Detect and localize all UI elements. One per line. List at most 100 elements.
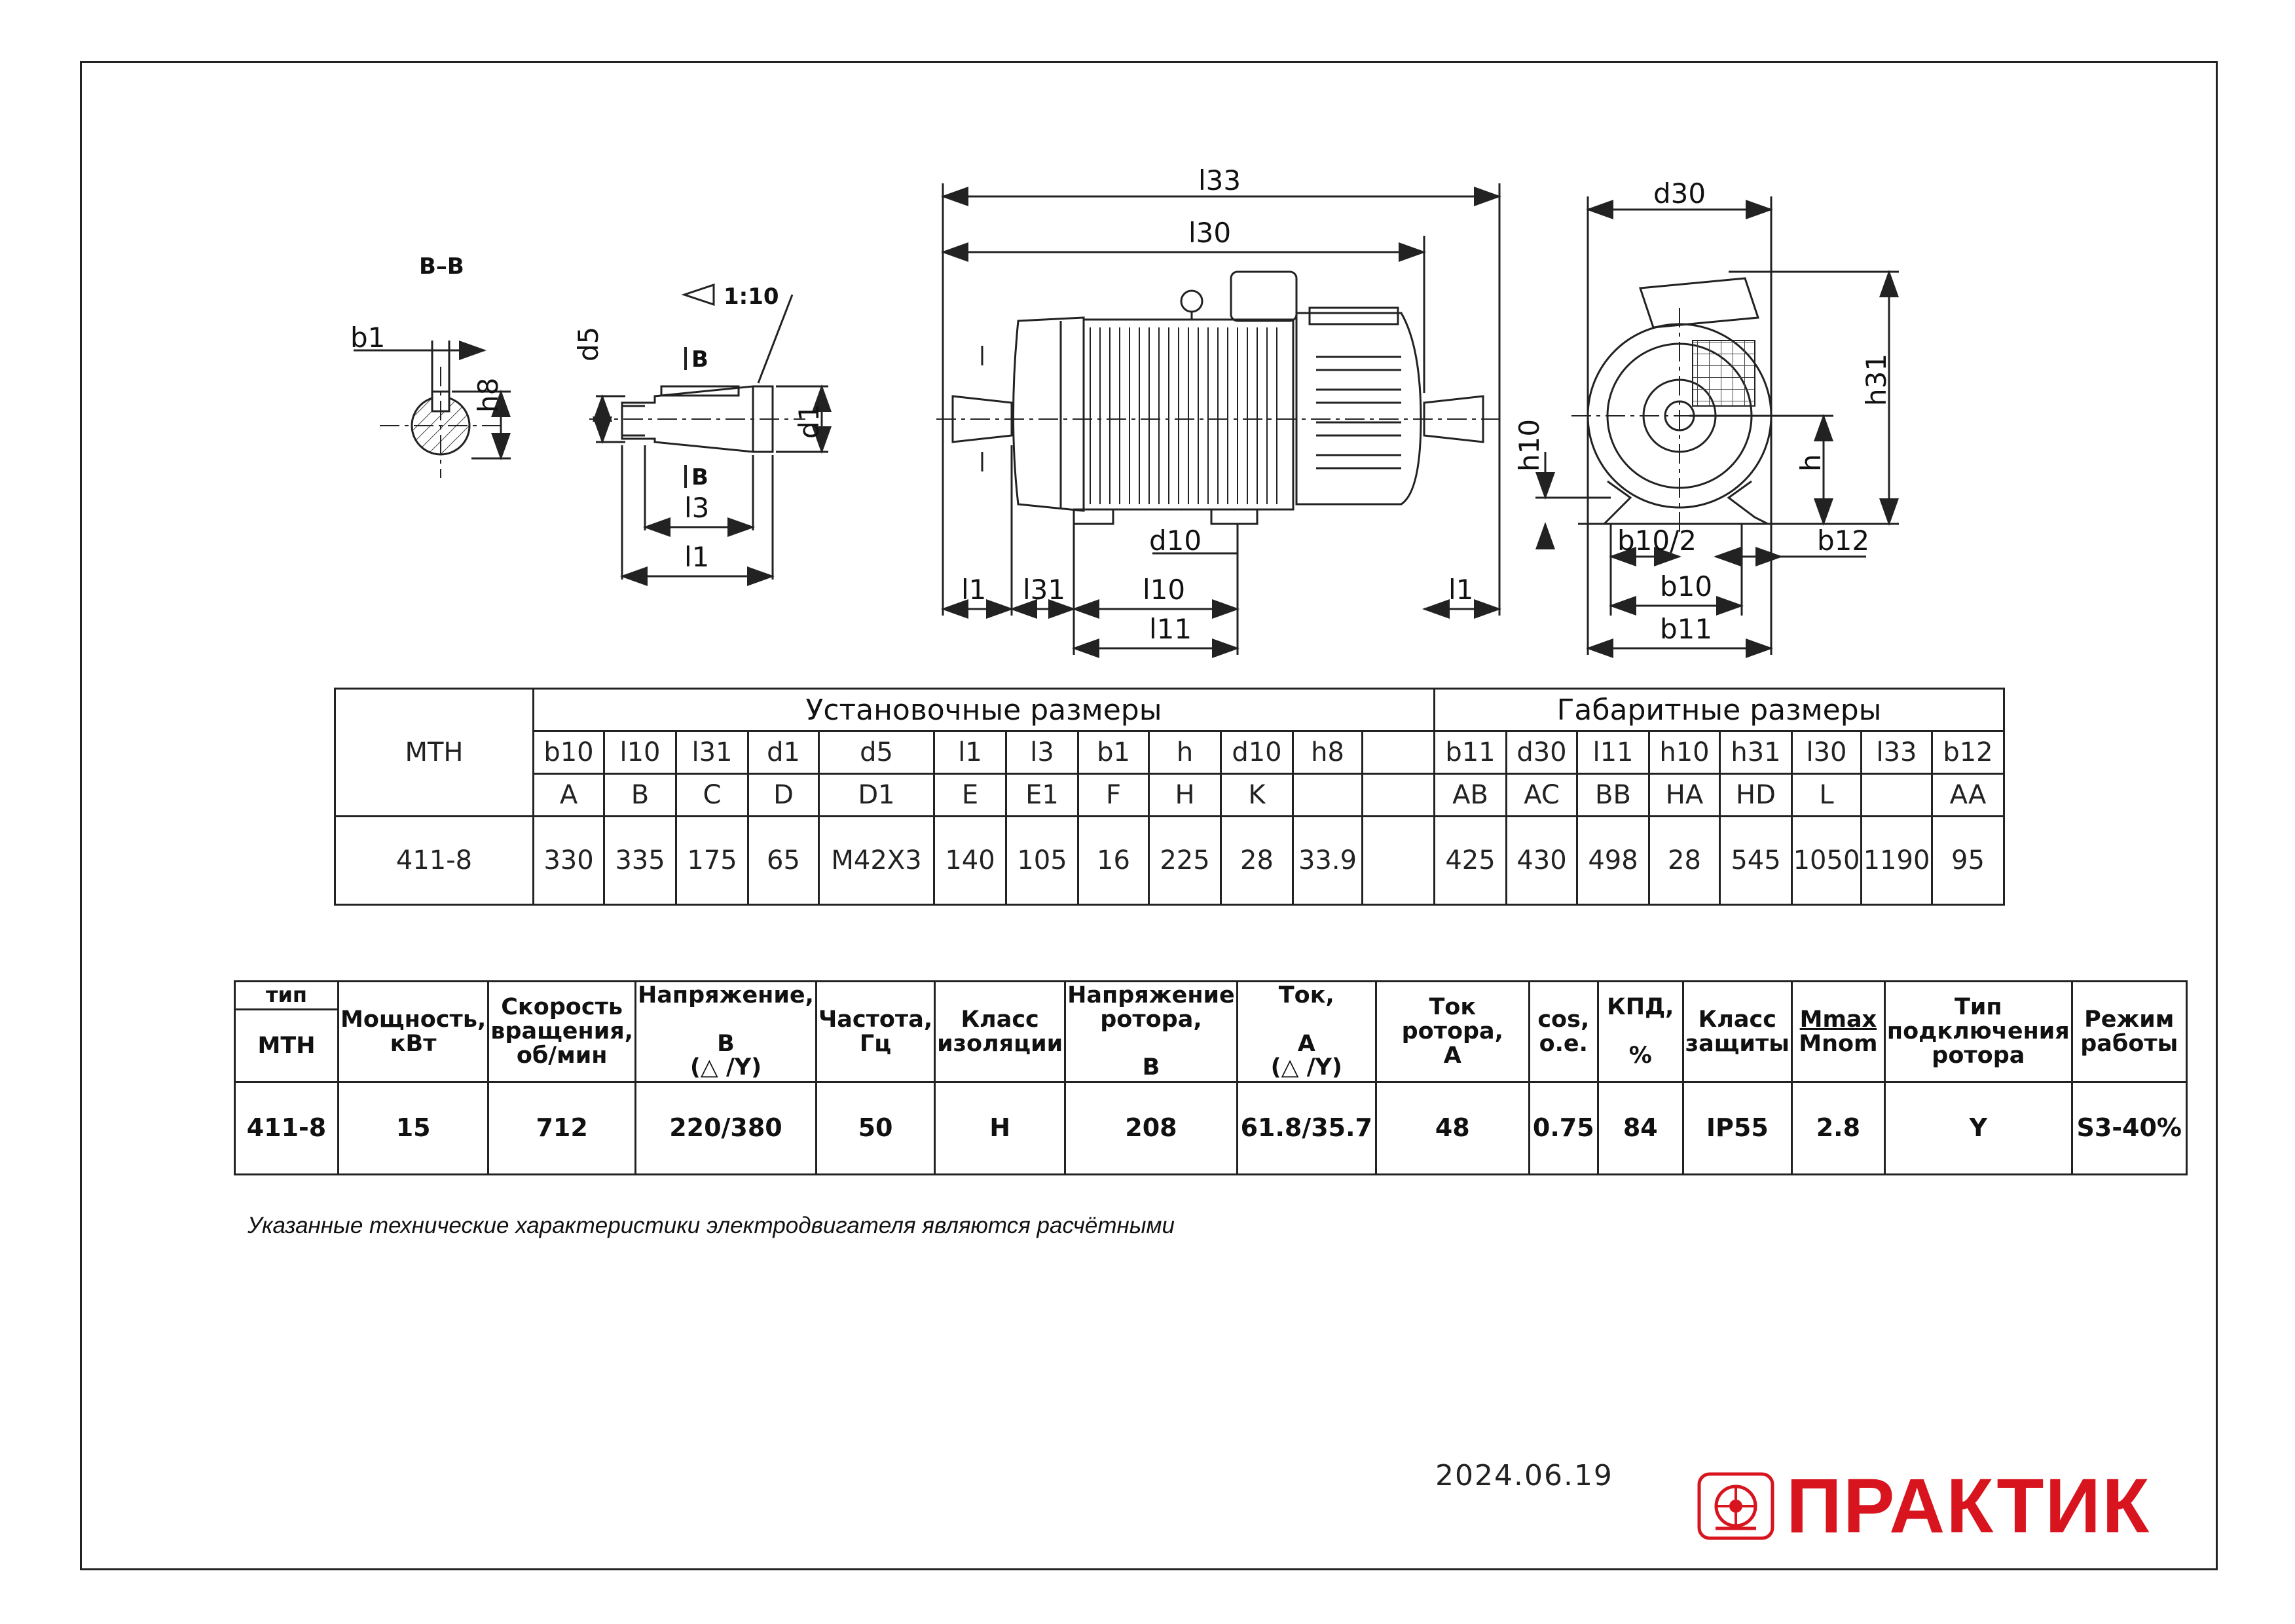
- col-h31: h31: [1719, 730, 1793, 775]
- group-install-header: Установочные размеры: [532, 688, 1435, 732]
- dimensions-table: МТН Установочные размеры Габаритные разм…: [334, 688, 2005, 906]
- row-insulation: H: [934, 1081, 1067, 1175]
- calculation-note: Указанные технические характеристики эле…: [248, 1213, 1175, 1238]
- motor-logo-icon: [1697, 1472, 1774, 1540]
- drawing-frame: [80, 61, 2218, 1570]
- val-d5: M42X3: [818, 815, 935, 906]
- alt-F: F: [1077, 773, 1150, 817]
- alt-BB: BB: [1576, 773, 1650, 817]
- alt-empty-1: [1292, 773, 1363, 817]
- val-d1: 65: [747, 815, 820, 906]
- row-frequency: 50: [815, 1081, 936, 1175]
- val-empty: [1361, 815, 1435, 906]
- col-l11: l11: [1576, 730, 1650, 775]
- alt-K: K: [1220, 773, 1294, 817]
- val-b12: 95: [1931, 815, 2005, 906]
- dim-b10: b10: [1660, 570, 1712, 602]
- row-torque-ratio: 2.8: [1790, 1081, 1886, 1175]
- alt-A: A: [532, 773, 605, 817]
- hdr-rotor-current: Ток ротора,А: [1374, 980, 1530, 1083]
- dim-l30: l30: [1188, 217, 1231, 249]
- document-date: 2024.06.19: [1435, 1459, 1613, 1492]
- dim-l1-left: l1: [961, 574, 986, 606]
- hdr-cos: cos,о.е.: [1528, 980, 1599, 1083]
- val-l3: 105: [1005, 815, 1079, 906]
- row-cos: 0.75: [1528, 1081, 1599, 1175]
- row-efficiency: 84: [1596, 1081, 1684, 1175]
- alt-HA: HA: [1648, 773, 1721, 817]
- col-l1: l1: [933, 730, 1007, 775]
- type-value-header: МТН: [234, 1008, 339, 1083]
- val-h8: 33.9: [1292, 815, 1363, 906]
- hdr-frequency: Частота,Гц: [815, 980, 936, 1083]
- technical-drawing: В–В b1 h8 1:10 В В d5 d1 l3: [350, 164, 1899, 658]
- row-type: 411-8: [234, 1081, 339, 1175]
- col-b10: b10: [532, 730, 605, 775]
- section-marker-top: В: [691, 346, 708, 373]
- alt-empty-2: [1361, 773, 1435, 817]
- val-l11: 498: [1576, 815, 1650, 906]
- section-label: В–В: [419, 253, 464, 280]
- alt-E: E: [933, 773, 1007, 817]
- val-b1: 16: [1077, 815, 1150, 906]
- alt-AC: AC: [1505, 773, 1578, 817]
- model-header: МТН: [334, 688, 534, 817]
- row-speed: 712: [487, 1081, 636, 1175]
- alt-AB: AB: [1433, 773, 1507, 817]
- dim-h31: h31: [1860, 354, 1892, 406]
- hdr-power: Мощность,кВт: [337, 980, 490, 1083]
- alt-H: H: [1148, 773, 1222, 817]
- col-d1: d1: [747, 730, 820, 775]
- row-power: 15: [337, 1081, 490, 1175]
- alt-D: D: [747, 773, 820, 817]
- col-l10: l10: [603, 730, 677, 775]
- val-l30: 1050: [1791, 815, 1862, 906]
- dim-h8: h8: [472, 378, 504, 413]
- col-b11: b11: [1433, 730, 1507, 775]
- col-b12: b12: [1931, 730, 2005, 775]
- col-l31: l31: [675, 730, 749, 775]
- dim-b1: b1: [350, 322, 385, 354]
- dim-h10: h10: [1513, 419, 1545, 471]
- dim-l11: l11: [1149, 613, 1192, 645]
- col-l3: l3: [1005, 730, 1079, 775]
- val-l31: 175: [675, 815, 749, 906]
- col-d5: d5: [818, 730, 935, 775]
- section-marker-bottom: В: [691, 464, 708, 490]
- row-duty-mode: S3-40%: [2070, 1081, 2188, 1175]
- alt-empty-3: [1860, 773, 1933, 817]
- val-l1: 140: [933, 815, 1007, 906]
- val-h31: 545: [1719, 815, 1793, 906]
- dim-d30: d30: [1653, 177, 1706, 210]
- alt-AA: AA: [1931, 773, 2005, 817]
- dim-l1-right: l1: [1448, 574, 1473, 606]
- alt-D1: D1: [818, 773, 935, 817]
- alt-HD: HD: [1719, 773, 1793, 817]
- row-protection: IP55: [1681, 1081, 1793, 1175]
- val-d10: 28: [1220, 815, 1294, 906]
- motor-front-view: d30 h31 h h10 b10/2 b12 b10 b11: [1513, 177, 1899, 658]
- col-h8: h8: [1292, 730, 1363, 775]
- row-rotor-current: 48: [1374, 1081, 1530, 1175]
- hdr-efficiency: КПД,%: [1596, 980, 1684, 1083]
- dim-b10-2: b10/2: [1617, 525, 1697, 557]
- brand-logo: ПРАКТИК: [1697, 1467, 2150, 1545]
- dim-l33: l33: [1198, 164, 1241, 196]
- hdr-current: Ток,А(△ /Y): [1236, 980, 1377, 1083]
- dim-d5: d5: [572, 327, 604, 361]
- col-d30: d30: [1505, 730, 1578, 775]
- motor-side-view: l33 l30 l1 l31 l10 l11 d10 l1: [936, 164, 1501, 658]
- val-b11: 425: [1433, 815, 1507, 906]
- alt-B: B: [603, 773, 677, 817]
- alt-C: C: [675, 773, 749, 817]
- dim-l3: l3: [684, 492, 709, 524]
- dim-l1-shaft: l1: [684, 541, 709, 573]
